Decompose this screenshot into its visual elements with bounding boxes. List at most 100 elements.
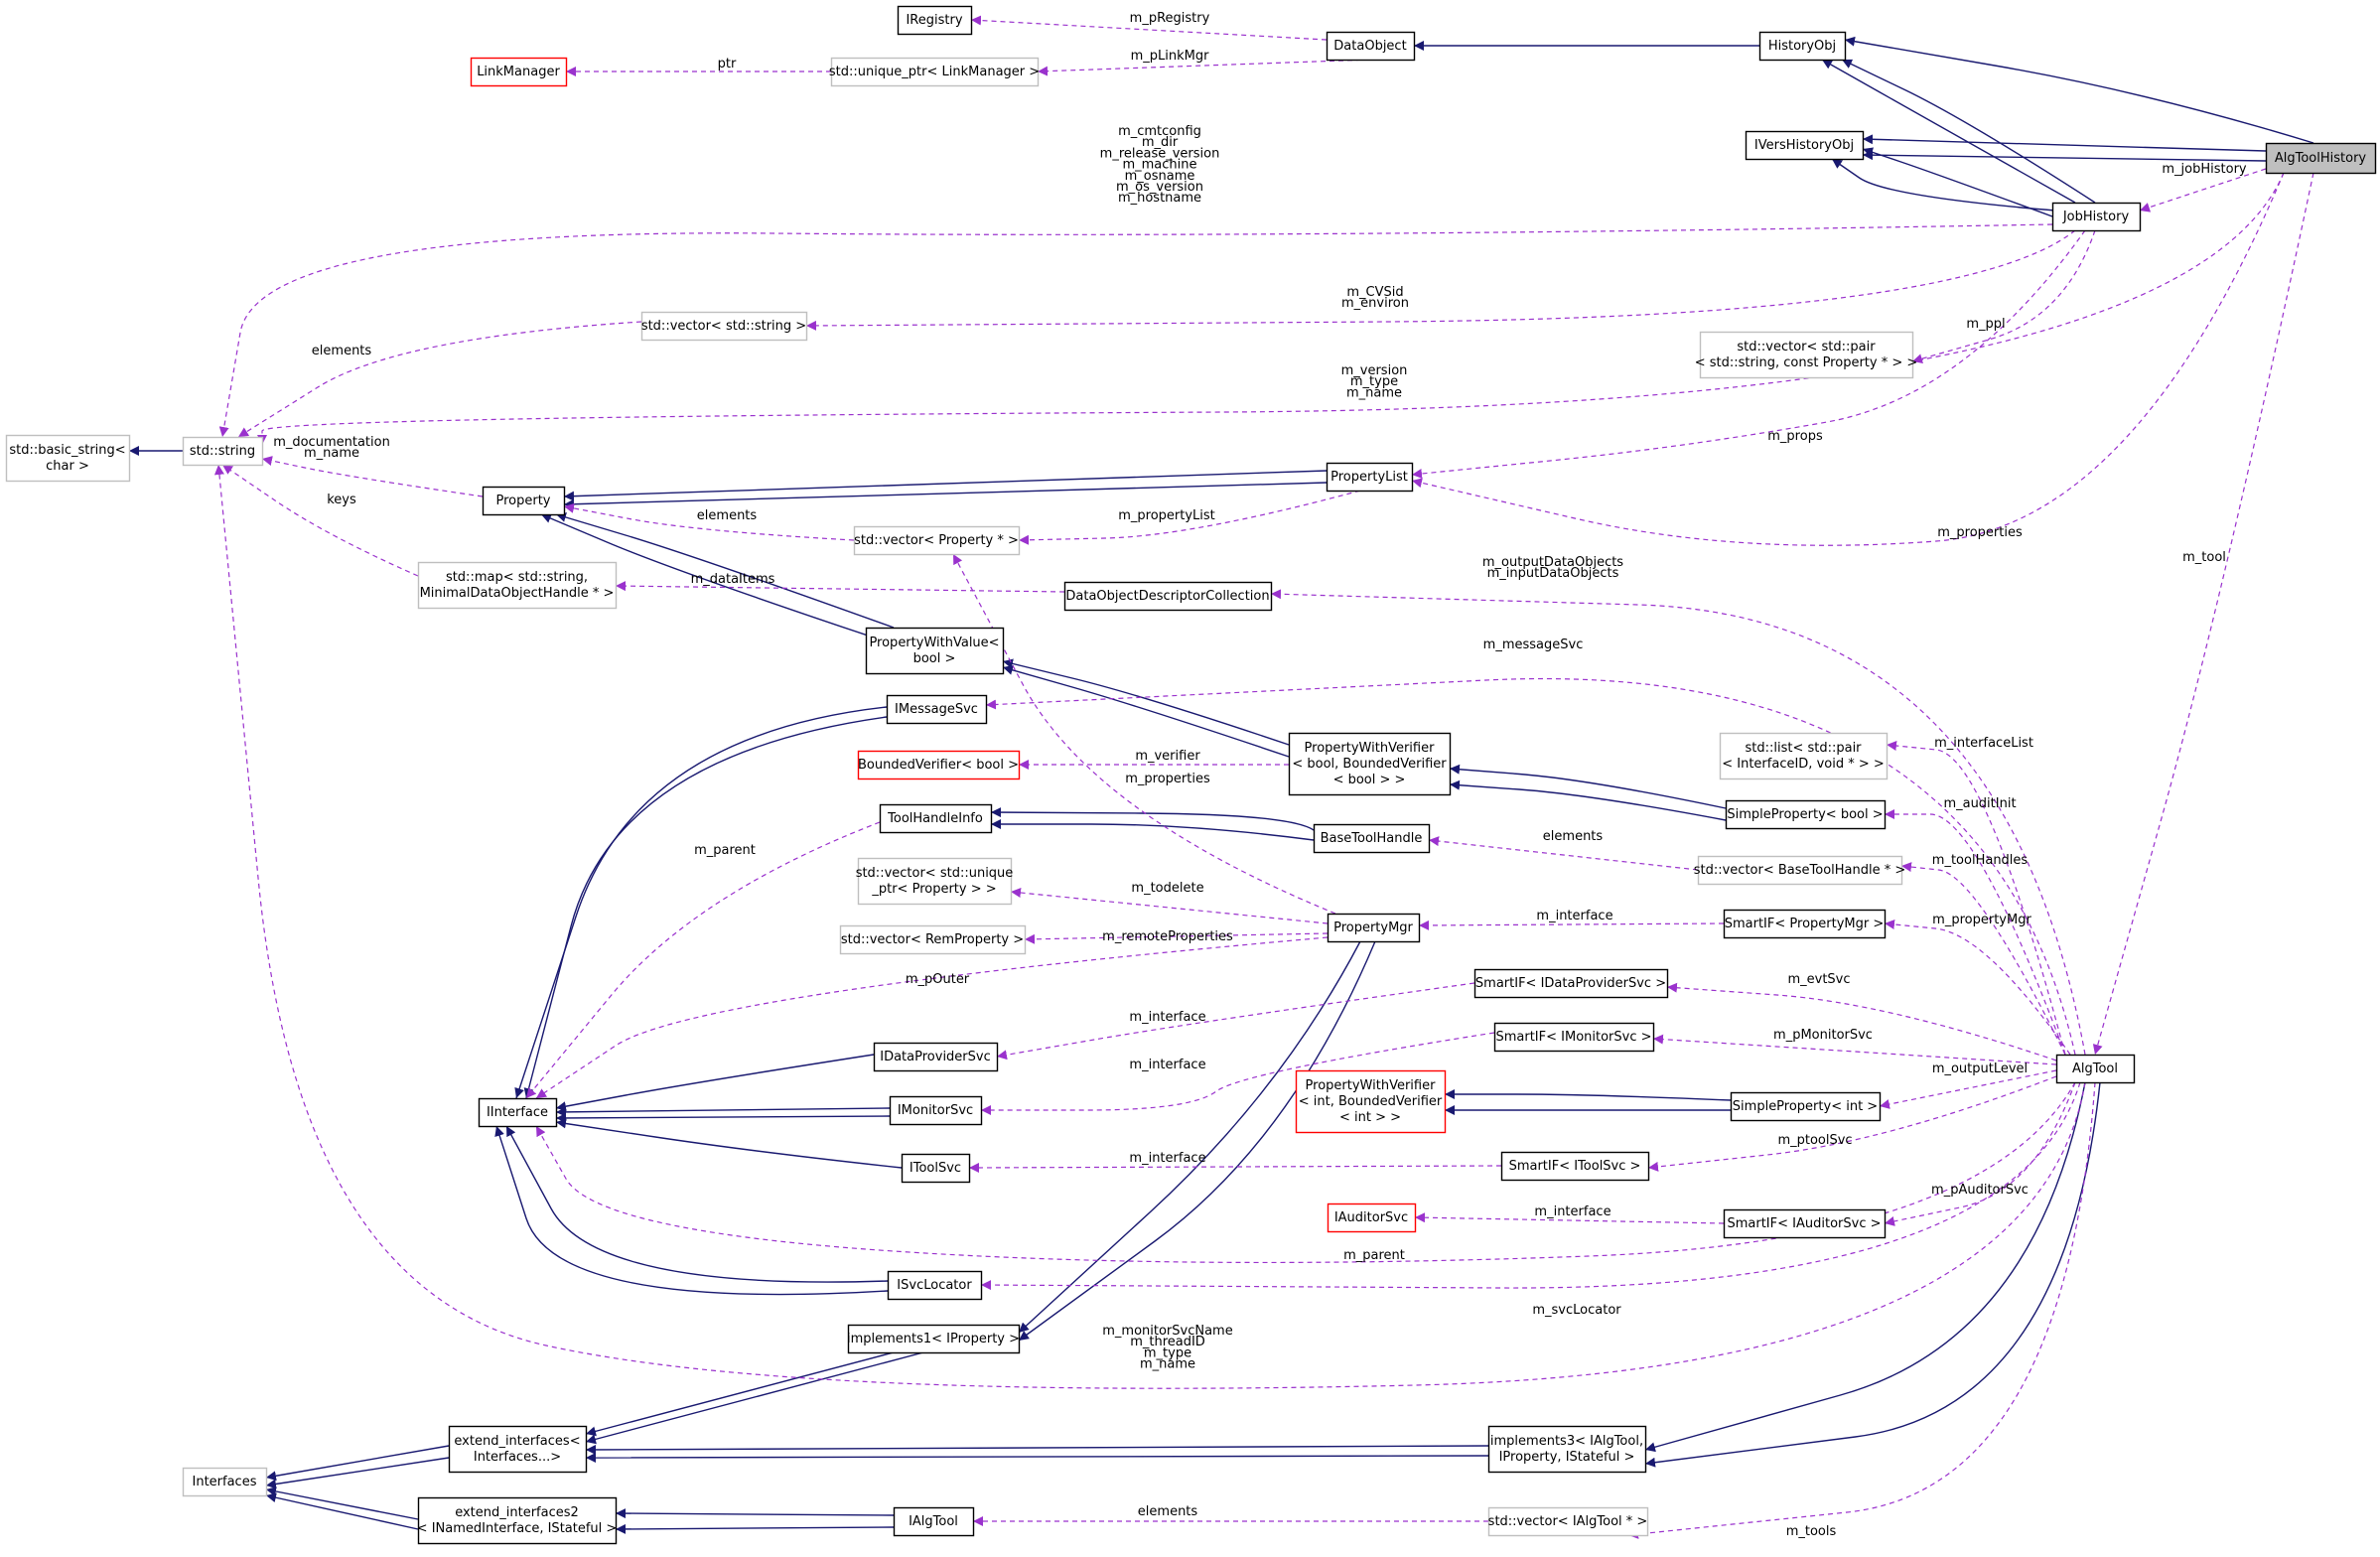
class-node-imonitor-svc[interactable]: IMonitorSvc <box>889 1095 983 1126</box>
class-node-label: std::vector< RemProperty > <box>841 932 1024 947</box>
class-node-extend-interfaces2[interactable]: extend_interfaces2< INamedInterface, ISt… <box>417 1496 618 1545</box>
edge-label-line: m_remoteProperties <box>1102 929 1233 944</box>
class-node-history-obj[interactable]: HistoryObj <box>1758 31 1847 62</box>
class-node-pwver-int[interactable]: PropertyWithVerifier< int, BoundedVerifi… <box>1295 1069 1447 1134</box>
class-node-smart-ifauditor-svc[interactable]: SmartIF< IAuditorSvc > <box>1723 1208 1887 1239</box>
class-node-box <box>448 1425 588 1474</box>
class-node-label: PropertyWithVerifier <box>1305 741 1436 756</box>
class-node-alg-tool[interactable]: AlgTool <box>2055 1054 2136 1084</box>
class-node-box <box>1327 913 1421 943</box>
inheritance-edge-alg-tool-to-implements3 <box>1644 1081 2086 1453</box>
inheritance-edge-isvc-locator-to-iinterface <box>494 1125 889 1296</box>
edge-label-line: m_dataItems <box>691 572 775 587</box>
class-node-property[interactable]: Property <box>482 486 566 516</box>
class-node-property-list[interactable]: PropertyList <box>1326 462 1414 493</box>
usage-edge-tool-handle-info-to-iinterface <box>525 821 881 1099</box>
class-node-imessage-svc[interactable]: IMessageSvc <box>886 694 988 725</box>
class-node-pwvbool[interactable]: PropertyWithValue<bool > <box>865 627 1005 675</box>
inheritance-edge-imonitor-svc-to-iinterface <box>555 1112 891 1123</box>
class-node-data-object[interactable]: DataObject <box>1326 31 1416 62</box>
class-node-iinterface[interactable]: IInterface <box>478 1097 558 1128</box>
inheritance-edge-property-list-to-property <box>563 470 1328 501</box>
class-node-label: Interfaces...> <box>474 1450 561 1465</box>
inheritance-edge-simple-property-bool-to-pwver-bool <box>1449 764 1727 809</box>
class-node-job-history[interactable]: JobHistory <box>2051 202 2142 232</box>
class-node-simple-property-bool[interactable]: SimpleProperty< bool > <box>1725 799 1887 830</box>
class-node-list-pair: std::list< std::pair< InterfaceID, void … <box>1719 732 1889 780</box>
edge-label-line: m_hostname <box>1118 191 1201 206</box>
edge-label-line: m_messageSvc <box>1483 637 1584 652</box>
class-node-bounded-verifier-bool[interactable]: BoundedVerifier< bool > <box>857 750 1021 780</box>
class-node-label: std::string <box>190 444 255 459</box>
class-node-tool-handle-info[interactable]: ToolHandleInfo <box>879 803 993 834</box>
class-node-vec-pair: std::vector< std::pair< std::string, con… <box>1695 331 1917 379</box>
edge-label-line: m_release_version <box>1100 146 1220 161</box>
class-node-label: std::vector< std::string > <box>641 319 806 334</box>
class-node-isvc-locator[interactable]: ISvcLocator <box>887 1270 983 1301</box>
inheritance-edge-alg-tool-to-implements3 <box>1644 1081 2101 1468</box>
class-node-pwver-bool[interactable]: PropertyWithVerifier< bool, BoundedVerif… <box>1288 732 1452 796</box>
class-node-label: IAlgTool <box>909 1514 958 1529</box>
edge-label-line: m_svcLocator <box>1532 1303 1621 1318</box>
class-node-implements1[interactable]: implements1< IProperty > <box>847 1324 1021 1354</box>
class-node-label: BoundedVerifier< bool > <box>858 758 1019 773</box>
edge-label-line: m_ppl <box>1966 317 2005 332</box>
class-node-itool-svc[interactable]: IToolSvc <box>901 1153 971 1184</box>
edge-label-line: m_name <box>1140 1357 1195 1372</box>
class-node-implements3[interactable]: implements3< IAlgTool,IProperty, IStatef… <box>1487 1425 1647 1474</box>
class-node-simple-property-int[interactable]: SimpleProperty< int > <box>1730 1091 1882 1122</box>
class-node-label: HistoryObj <box>1768 39 1836 54</box>
class-node-property-mgr[interactable]: PropertyMgr <box>1327 913 1421 943</box>
class-node-extend-interfaces[interactable]: extend_interfaces<Interfaces...> <box>448 1425 588 1474</box>
class-node-box <box>893 1506 975 1537</box>
class-node-iauditor-svc[interactable]: IAuditorSvc <box>1327 1203 1417 1233</box>
edge-label-properties-al: m_properties <box>1937 525 2023 540</box>
class-node-smart-ifmonitor-svc[interactable]: SmartIF< IMonitorSvc > <box>1493 1022 1655 1053</box>
class-node-iregistry[interactable]: IRegistry <box>897 5 973 36</box>
inheritance-edge-idata-provider-svc-to-iinterface <box>555 1054 875 1112</box>
class-node-ivers-history-obj[interactable]: IVersHistoryObj <box>1745 130 1865 161</box>
class-node-link-manager[interactable]: LinkManager <box>470 57 568 87</box>
class-node-ialg-tool[interactable]: IAlgTool <box>893 1506 975 1537</box>
class-node-smart-iftool-svc[interactable]: SmartIF< IToolSvc > <box>1500 1151 1650 1182</box>
edge-label-line: keys <box>327 493 356 507</box>
inheritance-edge-ialg-tool-to-extend-interfaces2 <box>615 1523 895 1534</box>
class-node-smart-ifproperty-mgr[interactable]: SmartIF< PropertyMgr > <box>1723 909 1887 939</box>
inheritance-edge-job-history-to-ivers-history-obj <box>1862 147 2053 217</box>
class-node-label: IRegistry <box>906 13 962 28</box>
class-node-box <box>1063 581 1273 612</box>
class-node-smart-ifdata-provider-svc[interactable]: SmartIF< IDataProviderSvc > <box>1473 968 1669 999</box>
edge-label-line: m_interface <box>1129 1058 1205 1072</box>
class-node-box <box>873 1042 999 1072</box>
inheritance-edge-job-history-to-ivers-history-obj <box>1831 158 2056 212</box>
usage-edge-dodc-to-map-minimal <box>615 581 1065 593</box>
inheritance-edge-implements1-to-extend-interfaces <box>585 1351 924 1445</box>
usage-edge-job-history-to-vec-string <box>805 229 2076 331</box>
class-node-label: SmartIF< IMonitorSvc > <box>1495 1030 1651 1045</box>
class-node-label: MinimalDataObjectHandle * > <box>420 586 615 601</box>
class-node-map-minimal: std::map< std::string,MinimalDataObjectH… <box>417 561 618 610</box>
edge-label-keys: keys <box>327 493 356 507</box>
inheritance-edge-itool-svc-to-iinterface <box>555 1118 903 1169</box>
class-node-box <box>482 486 566 516</box>
class-node-label: SimpleProperty< bool > <box>1727 807 1883 822</box>
class-node-box <box>1327 1203 1417 1233</box>
edge-label-line: elements <box>1138 1504 1198 1519</box>
edge-label-data-items: m_dataItems <box>691 572 775 587</box>
class-node-base-tool-handle[interactable]: BaseToolHandle <box>1313 823 1431 854</box>
edge-label-line: m_tool <box>2182 550 2226 565</box>
edge-label-line: m_pAuditorSvc <box>1931 1183 2029 1198</box>
inheritance-edge-job-history-to-history-obj <box>1821 59 2076 204</box>
usage-edge-map-minimal-to-std-string <box>221 464 419 577</box>
edge-label-tool: m_tool <box>2182 550 2226 565</box>
edge-label-p-link-mgr: m_pLinkMgr <box>1131 49 1210 64</box>
class-node-box <box>2055 1054 2136 1084</box>
edge-label-line: m_name <box>304 446 359 461</box>
class-node-dodc[interactable]: DataObjectDescriptorCollection <box>1063 581 1273 612</box>
edge-label-line: m_monitorSvcName <box>1102 1324 1232 1339</box>
edge-label-line: m_pOuter <box>906 972 970 987</box>
class-node-alg-tool-history[interactable]: AlgToolHistory <box>2265 142 2377 175</box>
class-node-idata-provider-svc[interactable]: IDataProviderSvc <box>873 1042 999 1072</box>
